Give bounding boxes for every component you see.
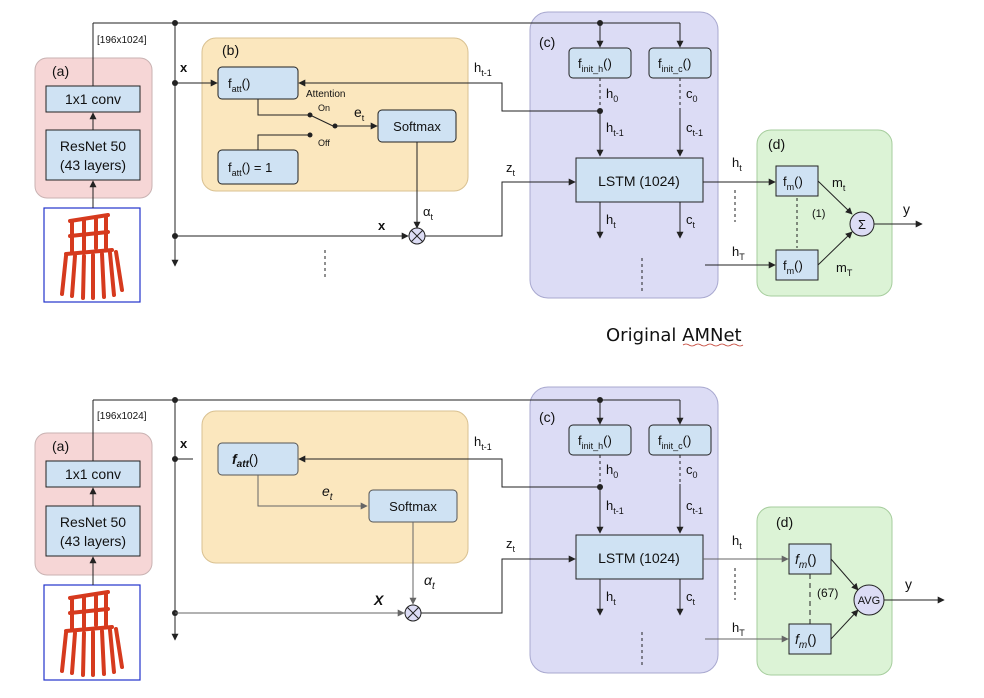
- multiply-circle-icon: [408, 227, 426, 245]
- panel-c-original: [529, 11, 719, 299]
- sum-label: Σ: [858, 217, 866, 232]
- fatt-label: fatt(): [228, 76, 250, 94]
- multiply-circle-icon-2: [404, 604, 422, 622]
- caption-underline: [682, 343, 744, 347]
- panel-a-label-2: (a): [52, 438, 69, 454]
- resnet-label-2: (43 layers): [60, 157, 126, 173]
- h0-label: h0: [606, 86, 618, 104]
- x-multiply-label: x: [378, 218, 386, 233]
- fm-bottom-box-2: [788, 623, 832, 655]
- zt-label: zt: [506, 160, 516, 178]
- ct1-label-2: ct-1: [686, 498, 703, 516]
- conv-box: [45, 85, 141, 113]
- lstm-label: LSTM (1024): [598, 173, 680, 189]
- resnet-label-2b: (43 layers): [60, 533, 126, 549]
- ht1-label: ht-1: [606, 120, 624, 138]
- eq-label: (1): [812, 208, 825, 220]
- hT-signal-label-2: hT: [732, 620, 745, 638]
- y-label-2: y: [905, 576, 912, 592]
- fm-bottom-label-2: fm(): [795, 631, 817, 651]
- attention-label: Attention: [306, 89, 345, 100]
- dim-label: [196x1024]: [97, 35, 147, 46]
- fatt-one-label: fatt() = 1: [228, 160, 272, 178]
- finit-c-label-2: finit_c(): [658, 433, 691, 451]
- fatt-label-2: fatt(): [232, 451, 258, 470]
- mT-label: mT: [836, 260, 853, 278]
- fm-top-label: fm(): [783, 174, 803, 192]
- ct-out-label: ct: [686, 212, 696, 230]
- x-signal-label: x: [180, 60, 188, 75]
- ht-signal-label-2: ht: [732, 533, 742, 551]
- conv-box-2: [45, 460, 141, 488]
- ht-signal-label: ht: [732, 155, 742, 173]
- on-label: On: [318, 103, 330, 113]
- ht1-label-2: ht-1: [606, 498, 624, 516]
- panel-c-label-2: (c): [539, 409, 555, 425]
- panel-c-label: (c): [539, 34, 555, 50]
- x-multiply-label-2: X: [373, 592, 385, 608]
- panel-a-label: (a): [52, 63, 69, 79]
- off-label: Off: [318, 138, 330, 148]
- softmax-label: Softmax: [393, 119, 441, 134]
- fm-bottom-label: fm(): [783, 258, 803, 276]
- resnet-label-1: ResNet 50: [60, 138, 126, 154]
- h0-label-2: h0: [606, 462, 618, 480]
- modified-diagram: (a) (c) (d) 1x1 con: [34, 386, 945, 681]
- ht1-feedback-label: ht-1: [474, 60, 492, 78]
- zt-label-2: zt: [506, 536, 516, 554]
- ct1-label: ct-1: [686, 120, 703, 138]
- dim-label-2: [196x1024]: [97, 411, 147, 422]
- ht-out-label: ht: [606, 212, 616, 230]
- panel-b-modified: [201, 410, 469, 564]
- conv-label: 1x1 conv: [65, 91, 121, 107]
- et-label: et: [354, 104, 365, 123]
- hT-signal-label: hT: [732, 244, 745, 262]
- fm-top-box: [775, 165, 819, 197]
- lstm-box: [575, 157, 704, 203]
- chair-image-icon-2: [43, 584, 141, 681]
- switch-icon: [257, 99, 338, 150]
- caption: Original AMNet: [606, 325, 742, 346]
- alpha-label: αt: [423, 204, 434, 222]
- et-label-2: et: [322, 483, 334, 503]
- resnet-label-2a: ResNet 50: [60, 514, 126, 530]
- softmax-label-2: Softmax: [389, 499, 437, 514]
- chair-image-icon: [43, 207, 141, 303]
- x-signal-label-2: x: [180, 436, 188, 451]
- lstm-box-2: [575, 534, 704, 580]
- original-diagram: (a) (b) (c) (d): [34, 11, 923, 303]
- alpha-label-2: αt: [424, 572, 436, 592]
- finit-h-label: finit_h(): [578, 56, 612, 74]
- finit-h-label-2: finit_h(): [578, 433, 612, 451]
- fm-bottom-box: [775, 249, 819, 281]
- panel-c-modified: [529, 386, 719, 674]
- lstm-label-2: LSTM (1024): [598, 550, 680, 566]
- fm-top-label-2: fm(): [795, 551, 817, 571]
- panel-d-label-2: (d): [776, 514, 793, 530]
- c0-label: c0: [686, 86, 698, 104]
- ht-out-label-2: ht: [606, 589, 616, 607]
- c0-label-2: c0: [686, 462, 698, 480]
- resnet-box-2: [45, 505, 141, 557]
- conv-label-2: 1x1 conv: [65, 466, 121, 482]
- ht1-feedback-label-2: ht-1: [474, 434, 492, 452]
- avg-label: AVG: [858, 595, 880, 607]
- eq-label-2: (67): [817, 586, 838, 600]
- finit-c-label: finit_c(): [658, 56, 691, 74]
- mt-label: mt: [832, 175, 846, 193]
- y-label: y: [903, 201, 910, 217]
- ct-out-label-2: ct: [686, 589, 696, 607]
- panel-d-label: (d): [768, 136, 785, 152]
- panel-b-label: (b): [222, 42, 239, 58]
